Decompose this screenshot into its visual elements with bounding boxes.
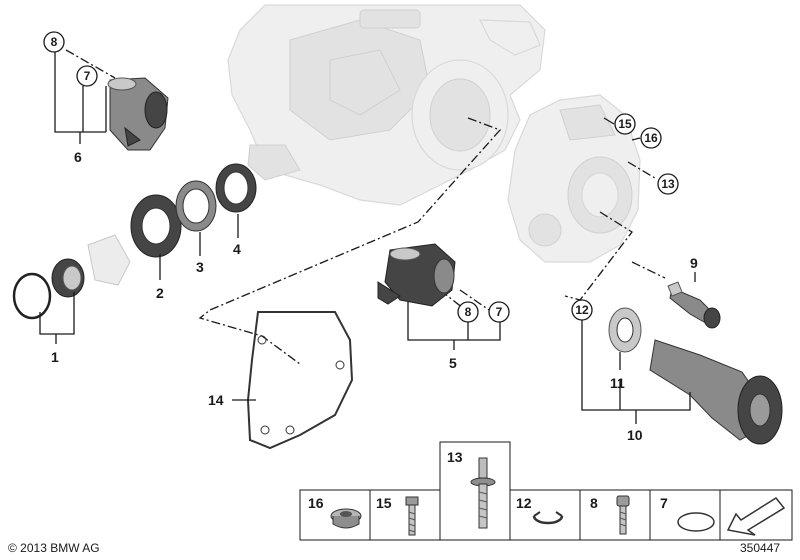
assembly-line-sensor xyxy=(631,261,666,279)
socket-screw-icon xyxy=(616,495,630,535)
svg-text:13: 13 xyxy=(661,177,675,191)
washer-part-2 xyxy=(130,194,182,258)
output-seal-part-12 xyxy=(608,307,642,353)
svg-text:7: 7 xyxy=(84,69,91,83)
shaft-seal-part-4 xyxy=(215,163,257,213)
gasket-part-14 xyxy=(246,311,354,450)
bracket-6 xyxy=(54,52,107,144)
fastener-legend: 16 15 13 12 8 7 xyxy=(299,441,793,541)
bolt-icon xyxy=(405,496,419,536)
legend-label-8: 8 xyxy=(590,495,598,511)
actuator-part-5 xyxy=(377,243,456,307)
diagram-number: 350447 xyxy=(740,541,780,555)
callout-7-mid: 7 xyxy=(488,301,510,323)
svg-text:16: 16 xyxy=(644,131,658,145)
arrow-symbol-icon xyxy=(726,497,786,536)
legend-label-12: 12 xyxy=(516,495,532,511)
output-flange-part-10 xyxy=(649,339,783,445)
callout-8-top: 8 xyxy=(43,31,65,53)
sleeve-plug xyxy=(87,234,131,286)
sensor-part-9 xyxy=(667,281,721,329)
label-3: 3 xyxy=(196,259,204,275)
bracket-1 xyxy=(39,292,75,344)
transfer-case-housing xyxy=(227,4,546,206)
callout-12: 12 xyxy=(571,299,593,321)
screw-plug-icon xyxy=(330,508,362,529)
leader-15 xyxy=(603,117,615,125)
callout-8-mid: 8 xyxy=(457,301,479,323)
label-11: 11 xyxy=(610,375,625,391)
bracket-5 xyxy=(407,302,501,350)
stud-bolt-icon xyxy=(470,457,496,529)
label-4: 4 xyxy=(233,241,241,257)
legend-label-13: 13 xyxy=(447,449,463,465)
callout-16: 16 xyxy=(640,127,662,149)
callout-15: 15 xyxy=(614,113,636,135)
assembly-line-8-top xyxy=(65,49,116,79)
assembly-line-13 xyxy=(627,161,656,179)
copyright-text: © 2013 BMW AG xyxy=(8,541,100,555)
label-5: 5 xyxy=(449,355,457,371)
legend-label-15: 15 xyxy=(376,495,392,511)
legend-label-16: 16 xyxy=(308,495,324,511)
svg-text:15: 15 xyxy=(618,117,632,131)
legend-label-7: 7 xyxy=(660,495,668,511)
svg-text:8: 8 xyxy=(51,35,58,49)
ring-set-part-1 xyxy=(12,258,85,320)
label-10: 10 xyxy=(627,427,643,443)
bracket-10 xyxy=(581,318,691,424)
assembly-line-output xyxy=(564,211,633,301)
o-ring-icon xyxy=(677,512,715,532)
leader-16 xyxy=(631,137,641,141)
actuator-part-6 xyxy=(107,77,169,151)
callout-7-top: 7 xyxy=(76,65,98,87)
callout-13: 13 xyxy=(657,173,679,195)
svg-text:7: 7 xyxy=(496,305,503,319)
label-9: 9 xyxy=(690,255,698,271)
label-1: 1 xyxy=(51,349,59,365)
assembly-line-7-mid xyxy=(459,289,493,313)
svg-text:8: 8 xyxy=(465,305,472,319)
label-6: 6 xyxy=(74,149,82,165)
rear-cover-housing xyxy=(507,94,641,263)
svg-text:12: 12 xyxy=(575,303,589,317)
label-2: 2 xyxy=(156,285,164,301)
label-14: 14 xyxy=(208,392,224,408)
seal-ring-part-3 xyxy=(175,180,217,232)
circlip-icon xyxy=(532,511,564,525)
